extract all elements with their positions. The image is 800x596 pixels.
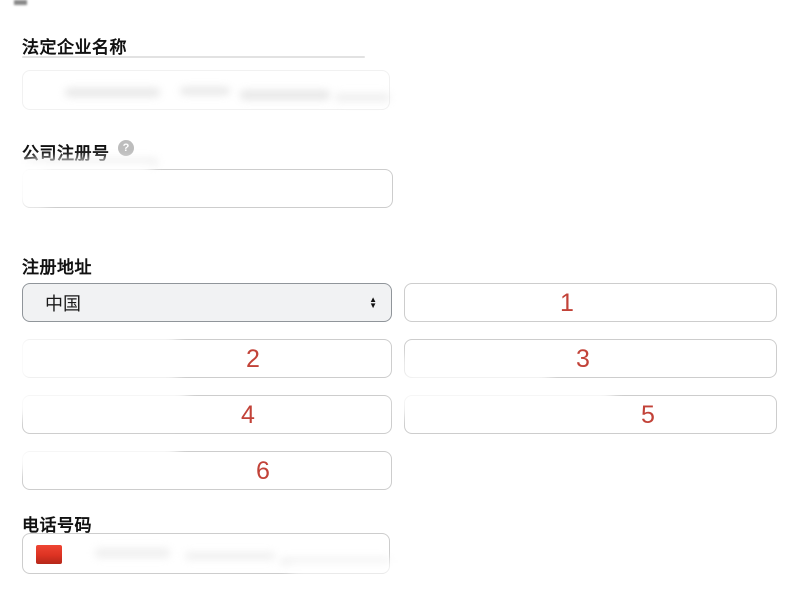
address-field-4[interactable] bbox=[22, 395, 392, 434]
caret-down-icon: ▼ bbox=[369, 300, 377, 310]
legal-name-input[interactable] bbox=[22, 70, 390, 110]
registration-number-label: 公司注册号 bbox=[22, 144, 110, 163]
address-field-2[interactable] bbox=[22, 339, 392, 378]
registered-address-label: 注册地址 bbox=[22, 258, 92, 277]
legal-name-underline bbox=[22, 56, 365, 58]
crop-artifact bbox=[14, 0, 27, 5]
phone-number-label: 电话号码 bbox=[22, 516, 92, 535]
legal-name-label: 法定企业名称 bbox=[22, 38, 127, 57]
address-field-5[interactable] bbox=[404, 395, 777, 434]
address-field-3[interactable] bbox=[404, 339, 777, 378]
country-select-value: 中国 bbox=[45, 293, 81, 314]
country-select[interactable]: 中国 ▲ ▼ bbox=[22, 283, 392, 322]
phone-number-input[interactable] bbox=[22, 533, 390, 574]
caret-up-icon: ▲ bbox=[369, 294, 377, 304]
help-question-icon[interactable]: ? bbox=[118, 140, 134, 156]
china-flag-icon bbox=[36, 545, 62, 564]
sort-carets-icon: ▲ ▼ bbox=[369, 294, 391, 310]
address-field-1[interactable] bbox=[404, 283, 777, 322]
registration-number-input[interactable] bbox=[22, 169, 393, 208]
question-glyph: ? bbox=[122, 142, 130, 154]
address-field-6[interactable] bbox=[22, 451, 392, 490]
